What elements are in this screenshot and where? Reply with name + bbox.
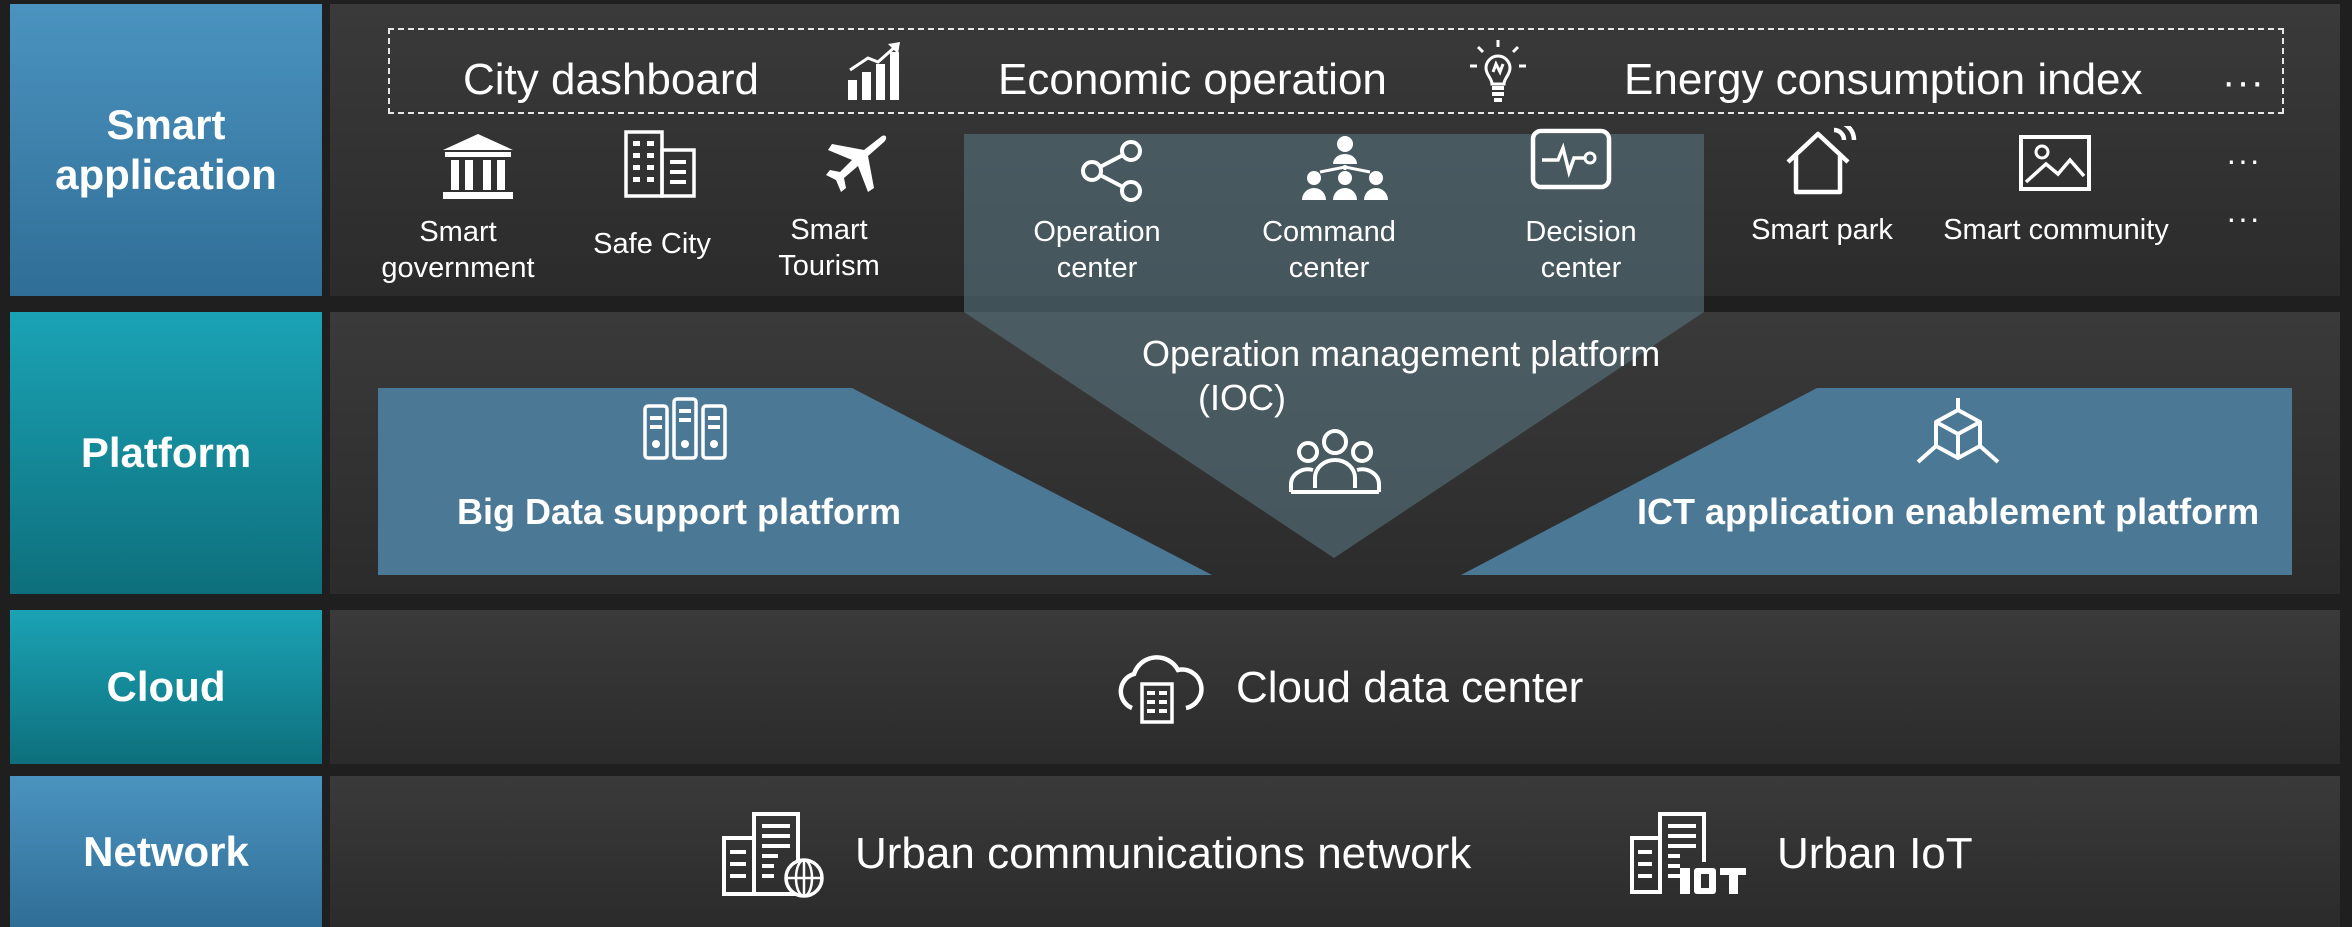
app-label-line1: Command: [1262, 216, 1396, 248]
cloud-data-center-label: Cloud data center: [1236, 663, 1584, 712]
app-command-center: Command center: [1262, 214, 1396, 286]
government-building-icon: [443, 134, 513, 199]
economic-operation-label: Economic operation: [998, 55, 1387, 104]
row-label-platform-text: Platform: [80, 429, 252, 476]
team-group-icon: [1289, 429, 1381, 494]
ict-platform-label: ICT application enablement platform: [1637, 491, 2260, 532]
app-label-line2: Tourism: [778, 250, 880, 282]
app-decision-center: Decision center: [1525, 214, 1636, 286]
ioc-title-line1: Operation management platform: [1142, 332, 1660, 376]
app-label-line1: Smart community: [1943, 214, 2169, 246]
app-label-line2: center: [1288, 252, 1370, 284]
app-safe-city: Safe City: [593, 226, 711, 262]
app-label-line2: center: [1056, 252, 1138, 284]
picture-icon: [2019, 135, 2091, 191]
smart-home-icon: [1786, 126, 1857, 195]
network-panel: [330, 776, 2340, 927]
people-hierarchy-icon: [1302, 136, 1388, 200]
app-label-line1: Safe City: [593, 228, 711, 260]
row-label-platform: Platform: [10, 312, 322, 594]
app-label-line1: Smart park: [1751, 214, 1893, 246]
share-nodes-icon: [1081, 140, 1142, 202]
app-label-line1: Smart: [790, 214, 868, 246]
ioc-title-line2: (IOC): [1198, 377, 1286, 418]
buildings-icon: [624, 130, 696, 198]
airplane-icon: [826, 135, 887, 192]
lightbulb-icon: [1470, 40, 1526, 102]
row-label-cloud-text: Cloud: [106, 663, 226, 710]
dashboard-more: ···: [2222, 60, 2265, 104]
row-label-network: Network: [10, 776, 322, 927]
bar-chart-trend-icon: [848, 42, 900, 100]
building-globe-icon: [722, 812, 824, 898]
monitor-pulse-icon: [1530, 128, 1612, 190]
dashboard-strip: [388, 28, 2284, 114]
app-label-line1: Decision: [1525, 216, 1637, 248]
row-label-smart-application: Smart application: [10, 4, 322, 296]
app-label-line1: Operation: [1033, 216, 1161, 248]
city-dashboard-label: City dashboard: [463, 55, 759, 104]
row-label-smart-application-text: Smart application: [55, 101, 277, 198]
cloud-datacenter-icon: [1118, 655, 1204, 724]
app-label-line2: center: [1540, 252, 1622, 284]
cube-network-icon: [1916, 398, 2000, 464]
ioc-title: Operation management platform (IOC): [1142, 332, 1660, 420]
row-label-network-text: Network: [83, 827, 249, 875]
app-label-line1: Smart: [419, 216, 497, 248]
app-operation-center: Operation center: [1033, 214, 1160, 286]
building-iot-icon: [1630, 812, 1746, 894]
applications-more-1: ···: [2226, 142, 2261, 178]
app-smart-park: Smart park: [1751, 212, 1893, 248]
urban-iot-label: Urban IoT: [1777, 829, 1973, 878]
app-label-line2: government: [381, 252, 535, 284]
energy-consumption-index-label: Energy consumption index: [1624, 55, 2143, 104]
cloud-panel: [330, 610, 2340, 764]
server-rack-icon: [643, 397, 727, 460]
app-smart-government: Smart government: [381, 214, 534, 286]
row-label-cloud: Cloud: [10, 610, 322, 764]
app-smart-tourism: Smart Tourism: [778, 212, 880, 284]
applications-more-2: ···: [2226, 200, 2261, 236]
big-data-platform-label: Big Data support platform: [457, 491, 902, 532]
app-smart-community: Smart community: [1943, 212, 2169, 248]
urban-communications-network-label: Urban communications network: [855, 829, 1472, 878]
